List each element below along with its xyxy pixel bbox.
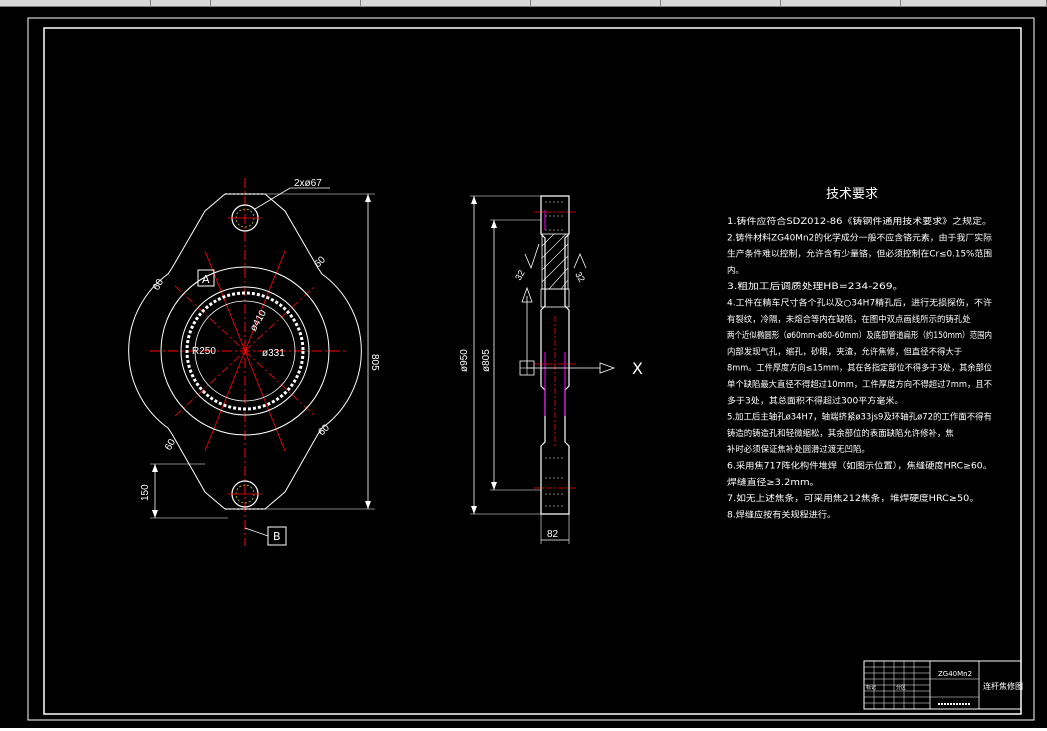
tech-title: 技术要求 <box>826 187 878 202</box>
front-view: 2xø67 A 60 60 60 60 ø410 R250 ø331 805 1… <box>128 178 380 546</box>
toolbar-segment[interactable] <box>530 0 661 6</box>
tech-line: 内。 <box>727 265 744 275</box>
tech-line: 补时必须保证焦补处圆滑过渡无凹陷。 <box>727 444 870 454</box>
tech-line: 两个近似椭圆形（ø60mm-ø80-60mm）及底部管道扁形（约150mm）范围… <box>727 330 992 340</box>
dim-150-arrow-bottom <box>152 510 158 518</box>
tech-line: 焊缝直径≥3.2mm。 <box>727 477 819 487</box>
dim-805s-arrow-top <box>491 220 497 228</box>
tb-material: ZG40Mn2 <box>938 670 972 678</box>
tech-line: 6.采用焦717阵化构件堆焊（如图示位置），焦缝硬度HRC≥60。 <box>727 461 992 471</box>
tb-code-mid: 分区 <box>896 684 906 691</box>
title-block-grid <box>864 661 979 709</box>
boss-mid-circle <box>180 286 310 416</box>
tech-line: 4.工件在精车尺寸各个孔以及○34H7精孔后，进行无损探伤，不许 <box>727 298 993 308</box>
dim-950-label: ø950 <box>459 349 470 372</box>
inner-drawing-frame <box>43 27 1022 715</box>
tech-line: 8mm。工件厚度方向≤15mm，其在各指定部位不得多于3处，其余部位 <box>727 363 992 373</box>
title-block: ZG40Mn2 连杆焦修图 标记 分区 <box>863 660 1023 710</box>
label-a: A <box>202 273 210 286</box>
roughness-left-label: 32 <box>513 268 527 282</box>
tech-line: 8.焊缝应按有关规程进行。 <box>727 509 836 519</box>
tech-line: 1.铸件应符合SDZ012-86《铸钢件通用技术要求》之规定。 <box>727 216 992 226</box>
tech-lines-group: 1.铸件应符合SDZ012-86《铸钢件通用技术要求》之规定。 2.铸件材料ZG4… <box>727 216 993 519</box>
tech-line: 有裂纹，冷隔，未熔合等内在缺陷，在图中双点画线所示的铸孔处 <box>727 314 971 324</box>
roughness-right-icon <box>573 252 587 269</box>
radius-250-label: R250 <box>192 346 216 357</box>
tech-line: 2.铸件材料ZG40Mn2的化学成分一般不应含铬元素，由于我厂实际 <box>727 232 992 242</box>
angle-label-bottom-left: 60 <box>163 437 178 453</box>
dim-805-label: 805 <box>369 354 380 371</box>
dim-805s-arrow-bottom <box>491 482 497 490</box>
side-mid-block <box>540 288 570 308</box>
toolbar-segment[interactable] <box>150 0 211 6</box>
roughness-left-icon <box>524 243 540 270</box>
boss-outer-circle <box>160 266 330 436</box>
dim-805-arrow-bottom <box>365 501 371 509</box>
toolbar-segment[interactable] <box>660 0 781 6</box>
outer-sheet-border <box>27 17 1035 721</box>
dim-805-arrow-top <box>365 194 371 202</box>
label-a-box <box>197 269 215 287</box>
angle-label-top-left: 60 <box>151 277 166 293</box>
tech-line: 多于3处，其总面积不得超过300平方毫米。 <box>727 395 903 405</box>
ucs-y-arrow-icon <box>521 286 533 303</box>
angle-line-4 <box>204 250 286 452</box>
label-b-box <box>267 526 287 546</box>
toolbar-segment[interactable] <box>780 0 901 6</box>
ucs-x-label: X <box>632 359 643 378</box>
tech-line: 5.加工后主轴孔ø34H7，轴端挤紧ø33js9及环轴孔ø72的工作面不得有 <box>727 412 992 422</box>
roughness-right-label: 32 <box>573 270 587 284</box>
tech-line: 铸造的铸造孔和轻微缩松，其余部位的表面缺陷允许修补，焦 <box>727 428 954 438</box>
toolbar-segment[interactable] <box>360 0 531 6</box>
toolbar-segment[interactable] <box>210 0 361 6</box>
toolbar-segment[interactable] <box>0 0 151 6</box>
label-b-leader <box>244 527 269 537</box>
dim-82-label: 82 <box>547 529 559 540</box>
dim-950-arrow-bottom <box>471 506 477 514</box>
side-hidden-lines <box>545 201 565 507</box>
technical-requirements: 技术要求 1.铸件应符合SDZ012-86《铸钢件通用技术要求》之规定。 2.铸件… <box>727 187 993 519</box>
tb-code-left: 标记 <box>866 684 876 691</box>
dia-410-label: ø410 <box>248 308 269 334</box>
bore-circle <box>194 300 296 402</box>
hole-callout-text: 2xø67 <box>294 178 322 189</box>
dia-331-label: ø331 <box>262 348 285 359</box>
dim-805s-label: ø805 <box>481 349 492 372</box>
dim-150-label: 150 <box>140 484 151 501</box>
status-bar-edge <box>0 728 1047 731</box>
ucs-x-arrow-icon <box>599 362 616 374</box>
side-view: X 32 32 ø950 ø805 82 <box>459 195 643 544</box>
tech-line: 7.如无上述焦条，可采用焦212焦条，堆焊硬度HRC≥50。 <box>727 493 979 503</box>
tech-line: 内部发现气孔，缩孔，砂眼，夹渣，允许焦修，但直径不得大于 <box>727 346 962 356</box>
angle-label-bottom-right: 60 <box>316 422 332 438</box>
side-section-hatch <box>541 233 569 290</box>
cad-drawing-canvas[interactable]: 2xø67 A 60 60 60 60 ø410 R250 ø331 805 1… <box>0 6 1047 728</box>
dim-950-arrow-top <box>471 196 477 204</box>
hole-callout-leader <box>254 187 291 210</box>
dim-150-arrow-top <box>152 464 158 472</box>
angle-label-top-right: 60 <box>312 254 328 270</box>
tb-part-name: 连杆焦修图 <box>983 681 1023 691</box>
tech-line: 3.粗加工后调质处理HB=234-269。 <box>727 281 903 291</box>
tech-line: 单个缺陷最大直径不得超过10mm，工件厚度方向不得超过7mm，且不 <box>727 379 993 389</box>
tech-line: 生产条件难以控制，允许含有少量铬，但必须控制在Cr≤0.15%范围 <box>727 249 992 259</box>
label-b: B <box>273 530 281 543</box>
weld-overlay-ring <box>185 291 305 411</box>
